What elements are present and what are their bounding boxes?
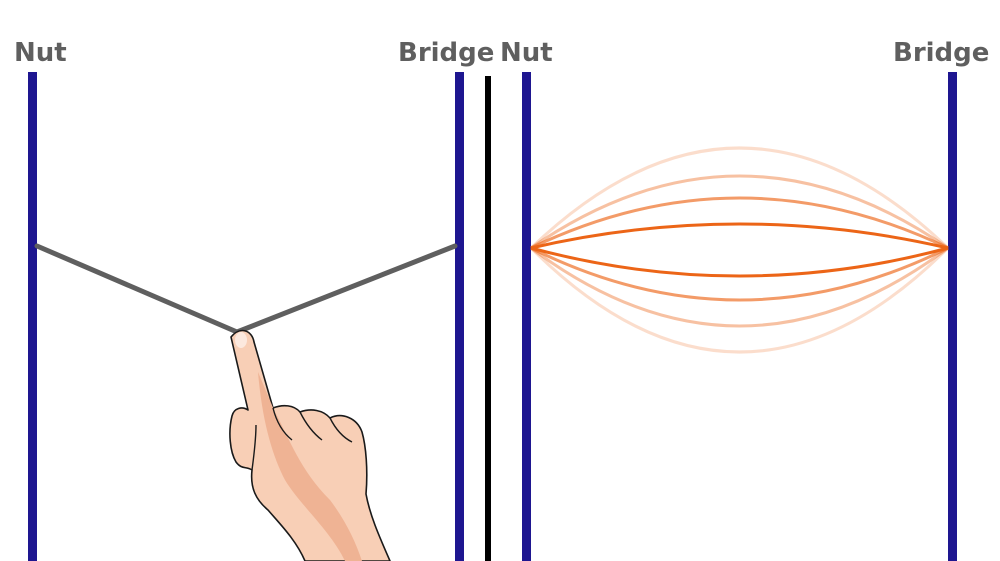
vibration-curve [530, 222, 949, 250]
panel-divider [485, 76, 491, 561]
vibration-curve [530, 246, 949, 328]
left-nut-label: Nut [14, 38, 67, 68]
thumb-line [251, 424, 257, 471]
fingernail [235, 332, 247, 348]
right-bridge-label: Bridge [893, 38, 990, 68]
hand-palm-shape [229, 329, 391, 561]
right-bridge-post [948, 72, 957, 561]
vibration-curve [529, 246, 950, 354]
finger-crease [329, 417, 353, 443]
pointing-hand-icon [229, 329, 391, 561]
left-bridge-label: Bridge [398, 38, 495, 68]
vibrating-string [529, 146, 950, 354]
right-nut-post [522, 72, 531, 561]
left-nut-post [28, 72, 37, 561]
vibration-curve [530, 196, 949, 250]
finger-crease [272, 407, 293, 441]
vibration-curve [530, 246, 949, 302]
vibration-curve [530, 174, 949, 250]
vibration-curve [530, 246, 949, 278]
hand-shadow [258, 372, 362, 561]
finger-crease [299, 411, 323, 441]
left-bridge-post [455, 72, 464, 561]
right-nut-label: Nut [500, 38, 553, 68]
plucked-string [34, 243, 458, 335]
vibration-curve [529, 146, 950, 250]
